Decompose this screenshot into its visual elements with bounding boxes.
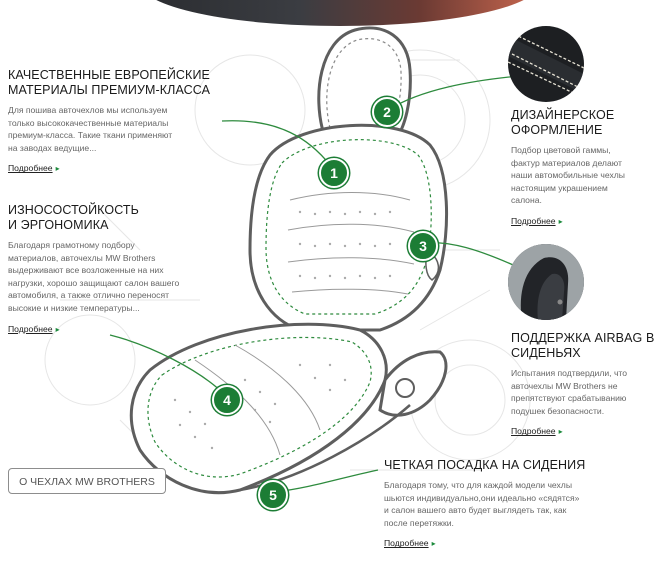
feature-more-link[interactable]: Подробнее▸ bbox=[511, 426, 563, 437]
seat-cushion bbox=[129, 322, 388, 495]
seat-panels bbox=[194, 344, 321, 456]
chevron-right-icon: ▸ bbox=[558, 216, 563, 226]
backrest bbox=[248, 123, 449, 332]
chevron-right-icon: ▸ bbox=[431, 539, 436, 549]
backrest-perforation bbox=[298, 210, 392, 280]
feature-text: Подбор цветовой гаммы,фактур материалов … bbox=[511, 145, 625, 206]
airbag-detail-photo bbox=[508, 244, 584, 320]
chevron-right-icon: ▸ bbox=[558, 427, 563, 437]
feature-more-link[interactable]: Подробнее▸ bbox=[511, 215, 563, 226]
feature-fit: ЧЕТКАЯ ПОСАДКА НА СИДЕНИЯ Благодаря тому… bbox=[384, 458, 644, 551]
feature-badge-3[interactable]: 3 bbox=[408, 231, 438, 261]
stitching-detail-photo bbox=[508, 26, 584, 102]
feature-more-link[interactable]: Подробнее▸ bbox=[384, 538, 436, 549]
feature-badge-5[interactable]: 5 bbox=[258, 480, 288, 510]
top-banner bbox=[0, 0, 662, 26]
connector-4 bbox=[109, 334, 226, 396]
connector-5 bbox=[274, 469, 379, 493]
chevron-right-icon: ▸ bbox=[55, 324, 60, 334]
recline-knob bbox=[395, 378, 415, 398]
feature-title: ЧЕТКАЯ ПОСАДКА НА СИДЕНИЯ bbox=[384, 458, 586, 472]
feature-badge-4[interactable]: 4 bbox=[212, 385, 242, 415]
chevron-right-icon: ▸ bbox=[55, 164, 60, 174]
feature-more-link[interactable]: Подробнее▸ bbox=[8, 163, 60, 174]
feature-more-link[interactable]: Подробнее▸ bbox=[8, 323, 60, 334]
feature-text: Благодаря тому, что для каждой модели че… bbox=[384, 480, 580, 528]
seat-cushion-stitch bbox=[147, 336, 372, 478]
feature-badge-2[interactable]: 2 bbox=[372, 97, 402, 127]
about-covers-button[interactable]: О ЧЕХЛАХ MW BROTHERS bbox=[8, 468, 166, 494]
feature-badge-1[interactable]: 1 bbox=[319, 158, 349, 188]
headrest-stitch bbox=[326, 38, 402, 133]
backrest-panels bbox=[287, 192, 415, 295]
seat-perforation bbox=[173, 363, 347, 450]
connector-1 bbox=[221, 120, 331, 166]
